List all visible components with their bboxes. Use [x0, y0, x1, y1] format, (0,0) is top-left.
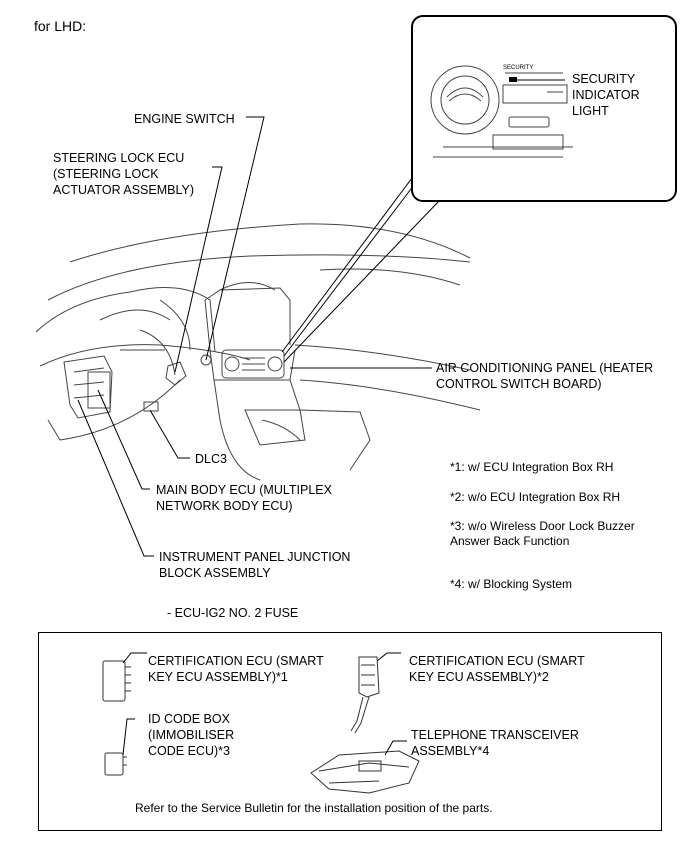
- note-2: *2: w/o ECU Integration Box RH: [450, 490, 621, 504]
- instrument-panel-jb-label: INSTRUMENT PANEL JUNCTION BLOCK ASSEMBLY: [159, 550, 351, 580]
- parts-illustrations: [102, 652, 420, 794]
- security-indicator-icon: [509, 77, 517, 82]
- security-indicator-callout: SECURITY: [411, 15, 677, 202]
- dlc3-label: DLC3: [195, 452, 227, 466]
- engine-switch-label: ENGINE SWITCH: [134, 112, 235, 126]
- parts-footer-note: Refer to the Service Bulletin for the in…: [135, 801, 493, 815]
- parts-box: CERTIFICATION ECU (SMART KEY ECU ASSEMBL…: [38, 632, 662, 831]
- steering-lock-ecu-label: STEERING LOCK ECU (STEERING LOCK ACTUATO…: [53, 151, 195, 197]
- security-indicator-label: SECURITY INDICATOR LIGHT: [572, 72, 640, 118]
- page-title: for LHD:: [34, 18, 87, 34]
- note-4: *4: w/ Blocking System: [450, 577, 573, 591]
- main-body-ecu-label: MAIN BODY ECU (MULTIPLEX NETWORK BODY EC…: [156, 483, 332, 513]
- panel-detail-illustration: [430, 65, 573, 158]
- id-code-box-label: ID CODE BOX (IMMOBILISER CODE ECU)*3: [148, 712, 235, 758]
- cert-ecu-1-label: CERTIFICATION ECU (SMART KEY ECU ASSEMBL…: [148, 654, 324, 684]
- telephone-transceiver-label: TELEPHONE TRANSCEIVER ASSEMBLY*4: [411, 728, 579, 758]
- cert-ecu-2-label: CERTIFICATION ECU (SMART KEY ECU ASSEMBL…: [409, 654, 585, 684]
- fuse-label: - ECU-IG2 NO. 2 FUSE: [167, 606, 299, 620]
- cert-ecu-1-part: [102, 660, 126, 702]
- note-3: *3: w/o Wireless Door Lock Buzzer Answer…: [450, 519, 635, 548]
- note-1: *1: w/ ECU Integration Box RH: [450, 460, 614, 474]
- security-small-label: SECURITY: [503, 65, 534, 71]
- air-conditioning-panel-label: AIR CONDITIONING PANEL (HEATER CONTROL S…: [436, 361, 654, 391]
